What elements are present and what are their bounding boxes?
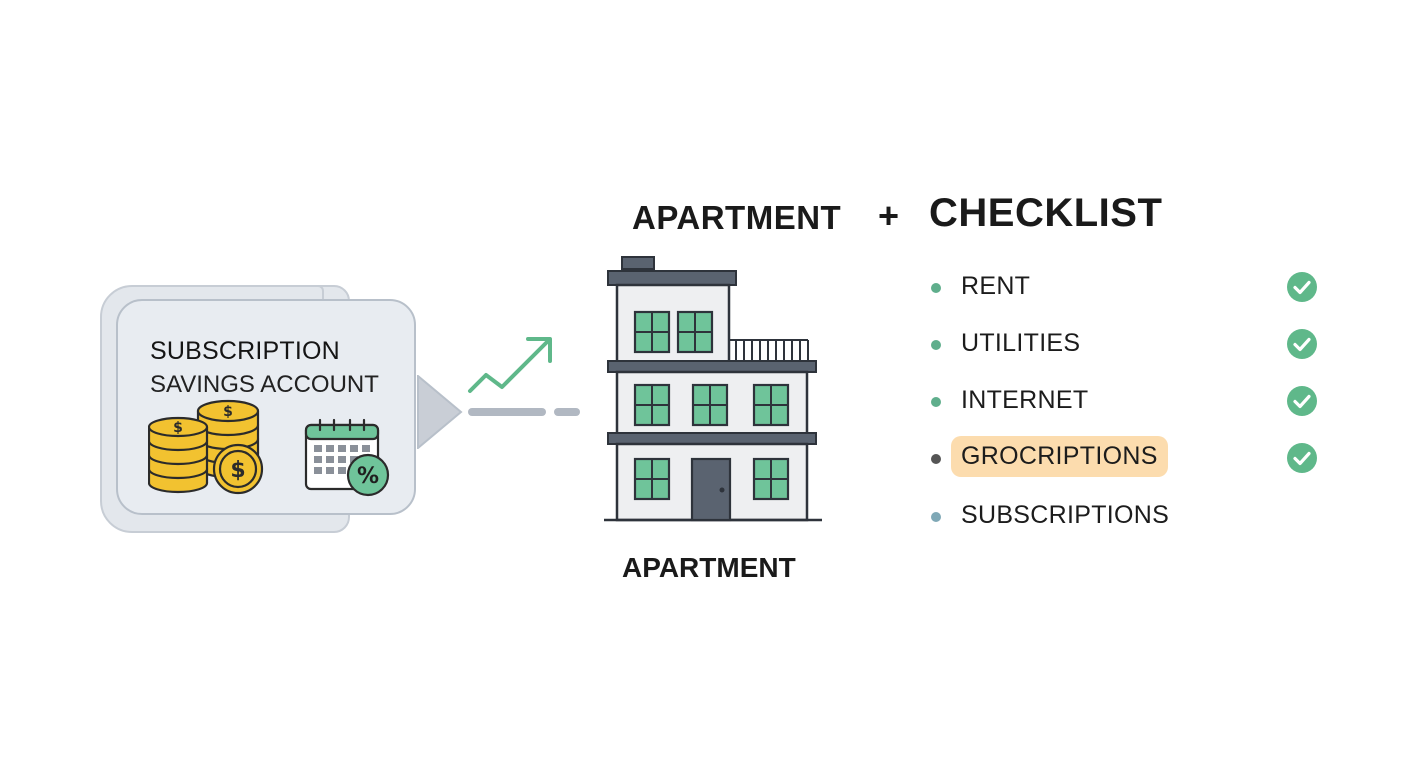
bullet-dot bbox=[931, 512, 941, 522]
heading-plus: + bbox=[878, 195, 900, 236]
checklist-label-highlighted: GROCRIPTIONS bbox=[951, 436, 1168, 477]
calendar-percent-icon: % bbox=[304, 418, 390, 497]
heading-checklist: CHECKLIST bbox=[929, 191, 1163, 235]
checklist-item-rent: RENT bbox=[928, 267, 1328, 307]
check-circle-icon bbox=[1287, 443, 1317, 473]
checklist-label: SUBSCRIPTIONS bbox=[961, 501, 1170, 529]
checklist-label: UTILITIES bbox=[961, 329, 1081, 357]
svg-text:$: $ bbox=[230, 458, 245, 483]
bullet-dot bbox=[931, 397, 941, 407]
svg-text:%: % bbox=[357, 464, 379, 489]
card-front-layer: SUBSCRIPTION SAVINGS ACCOUNT bbox=[116, 299, 416, 515]
savings-card: SUBSCRIPTION SAVINGS ACCOUNT bbox=[98, 283, 428, 533]
heading-apartment: APARTMENT bbox=[632, 199, 842, 236]
growth-arrow-icon bbox=[468, 337, 580, 416]
dollar-coin-stack-icon: $ $ $ bbox=[148, 399, 264, 495]
svg-text:$: $ bbox=[223, 404, 233, 420]
checklist-label: RENT bbox=[961, 272, 1031, 300]
card-pointer bbox=[417, 375, 463, 449]
bullet-dot bbox=[931, 340, 941, 350]
checklist-item-subscriptions: SUBSCRIPTIONS bbox=[928, 496, 1328, 536]
savings-card-subtitle: SAVINGS ACCOUNT bbox=[150, 371, 379, 398]
check-circle-icon bbox=[1287, 329, 1317, 359]
checklist-item-internet: INTERNET bbox=[928, 381, 1328, 421]
checklist-label: INTERNET bbox=[961, 386, 1089, 414]
bullet-dot bbox=[931, 283, 941, 293]
checklist-item-utilities: UTILITIES bbox=[928, 324, 1328, 364]
bullet-dot bbox=[931, 454, 941, 464]
building-caption: APARTMENT bbox=[622, 552, 796, 583]
apartment-building-icon bbox=[604, 256, 822, 522]
check-circle-icon bbox=[1287, 386, 1317, 416]
svg-text:$: $ bbox=[173, 420, 183, 436]
savings-card-title: SUBSCRIPTION bbox=[150, 337, 340, 365]
check-circle-icon bbox=[1287, 272, 1317, 302]
checklist-item-grocriptions: GROCRIPTIONS bbox=[928, 436, 1328, 478]
